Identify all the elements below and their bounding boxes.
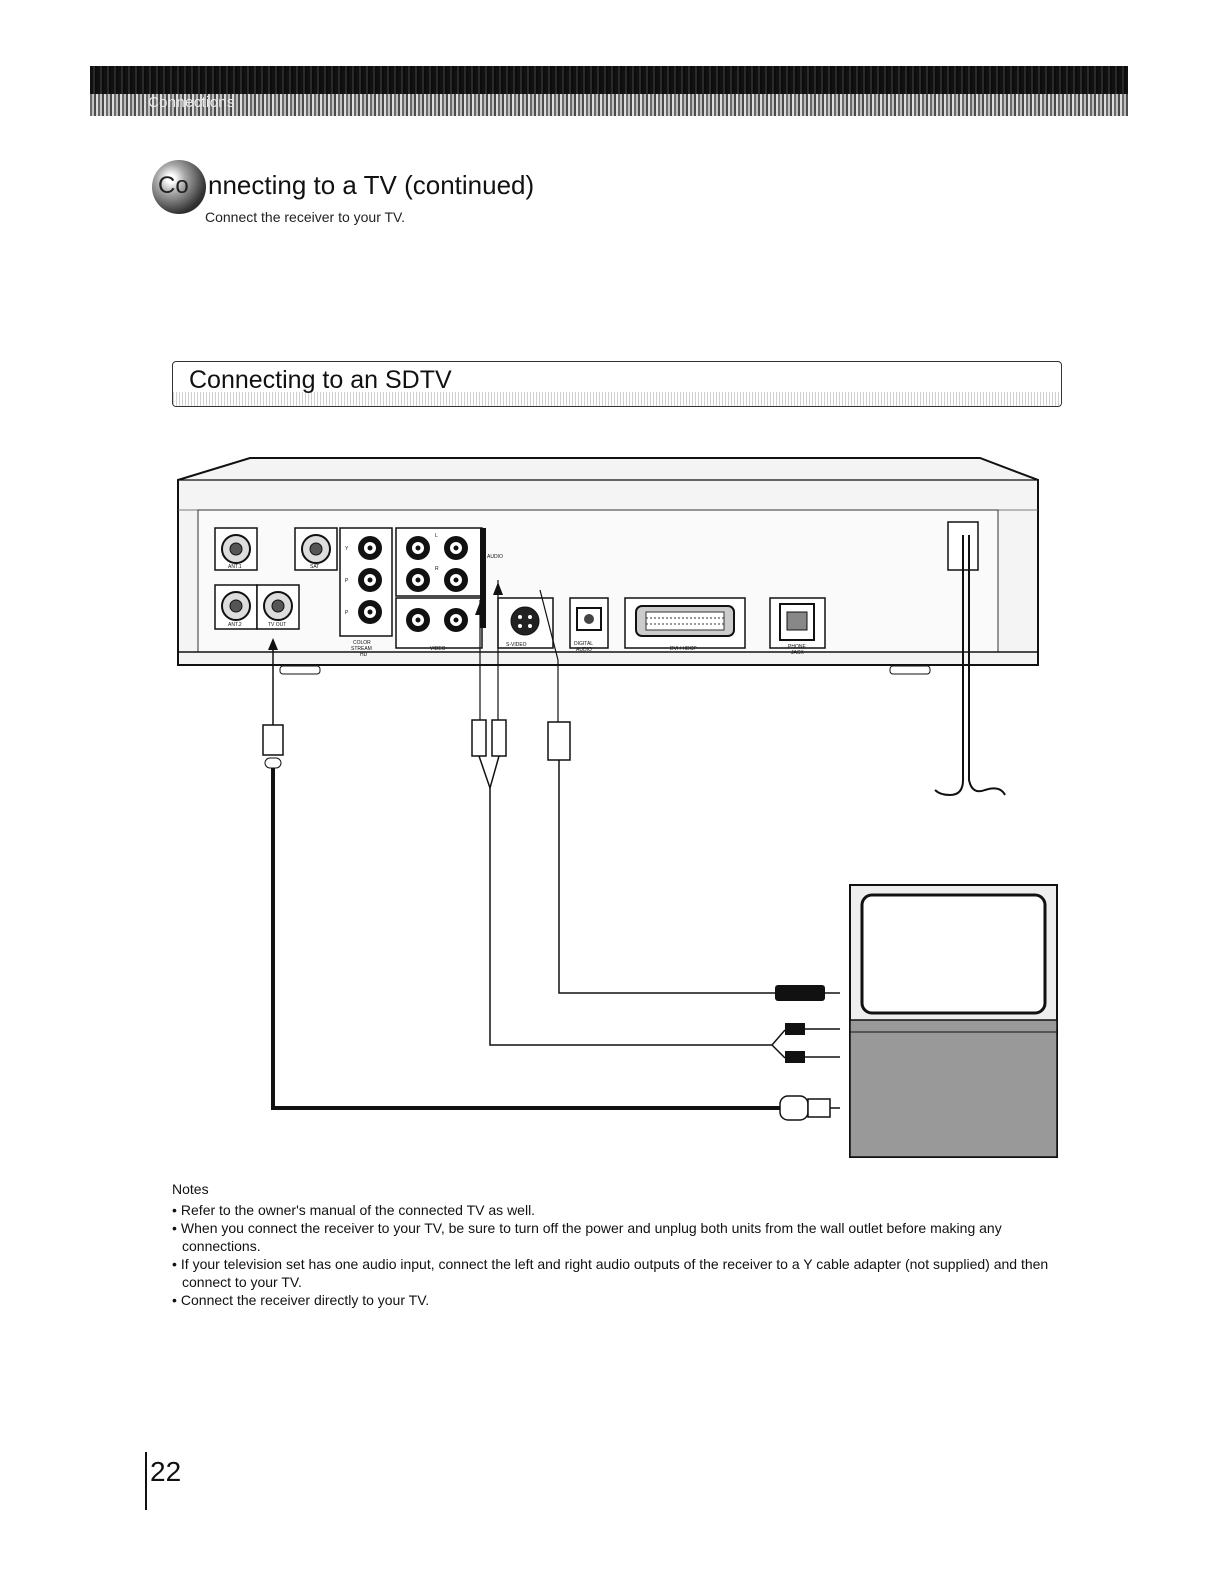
notes-section: Notes Refer to the owner's manual of the… bbox=[172, 1180, 1052, 1309]
tv-out-label: TV OUT bbox=[268, 622, 286, 628]
phone-jack-label-2: JACK bbox=[791, 650, 804, 656]
header-band bbox=[90, 66, 1128, 116]
digital-audio-label-2: AUDIO bbox=[576, 647, 592, 653]
note-item: Refer to the owner's manual of the conne… bbox=[172, 1201, 1052, 1219]
digital-audio-jack: DIGITAL AUDIO bbox=[569, 597, 609, 653]
note-item: Connect the receiver directly to your TV… bbox=[172, 1291, 1052, 1309]
ant2-label: ANT.2 bbox=[228, 622, 242, 628]
s-video-jack: S-VIDEO bbox=[497, 597, 554, 649]
notes-list: Refer to the owner's manual of the conne… bbox=[172, 1201, 1052, 1309]
ant-in-label: ANT.1 bbox=[228, 564, 242, 570]
title-lead-glyph: Co bbox=[158, 172, 189, 199]
header-section-label: Connections bbox=[148, 94, 235, 111]
connection-diagram: ANT.1 SAT ANT.2 TV OUT Y P P COLOR STREA… bbox=[177, 457, 1058, 1158]
color-stream-label-1: COLOR bbox=[353, 640, 371, 646]
note-item: When you connect the receiver to your TV… bbox=[172, 1219, 1052, 1255]
page-number-rule bbox=[145, 1452, 147, 1510]
color-stream-label-2: STREAM bbox=[351, 646, 372, 652]
s-video-label: S-VIDEO bbox=[506, 642, 527, 648]
dvi-jack: DVI / HDCP bbox=[624, 597, 746, 652]
title-sphere-icon: Co bbox=[152, 160, 206, 214]
s-video-cable bbox=[539, 589, 840, 1001]
component-jacks: Y P P COLOR STREAM HD bbox=[339, 527, 393, 658]
sat-label: SAT bbox=[310, 564, 319, 570]
ant2-jack: ANT.2 bbox=[214, 584, 258, 630]
note-item: If your television set has one audio inp… bbox=[172, 1255, 1052, 1291]
audio-video-jacks: L R AUDIO VIDEO bbox=[395, 527, 503, 652]
notes-title: Notes bbox=[172, 1181, 209, 1197]
phone-cord bbox=[934, 521, 1006, 797]
sat-jack: SAT bbox=[294, 527, 338, 571]
audio-label: AUDIO bbox=[487, 554, 503, 560]
audio-l-label: L bbox=[435, 533, 438, 539]
tv-out-jack: TV OUT bbox=[256, 584, 300, 630]
phone-jack-label-1: PHONE bbox=[788, 644, 806, 650]
audio-r-label: R bbox=[435, 566, 439, 572]
ant-in-jack: ANT.1 bbox=[214, 527, 258, 571]
page-number: 22 bbox=[150, 1456, 182, 1487]
rf-cable bbox=[262, 638, 840, 1121]
subtitle: Connect the receiver to your TV. bbox=[205, 209, 405, 225]
color-stream-label-3: HD bbox=[360, 652, 368, 658]
video-label: VIDEO bbox=[430, 646, 446, 652]
pb-label: P bbox=[345, 578, 349, 584]
digital-audio-label-1: DIGITAL bbox=[574, 641, 593, 647]
title-text: nnecting to a TV (continued) bbox=[208, 170, 535, 200]
dvi-label: DVI / HDCP bbox=[670, 646, 697, 652]
y-label: Y bbox=[345, 546, 349, 552]
section-heading: Connecting to an SDTV bbox=[189, 366, 452, 394]
pr-label: P bbox=[345, 610, 349, 616]
section-heading-box: Connecting to an SDTV bbox=[172, 361, 1062, 407]
phone-jack: PHONE JACK bbox=[769, 597, 826, 656]
television bbox=[849, 884, 1058, 1158]
audio-cable bbox=[471, 580, 840, 1063]
